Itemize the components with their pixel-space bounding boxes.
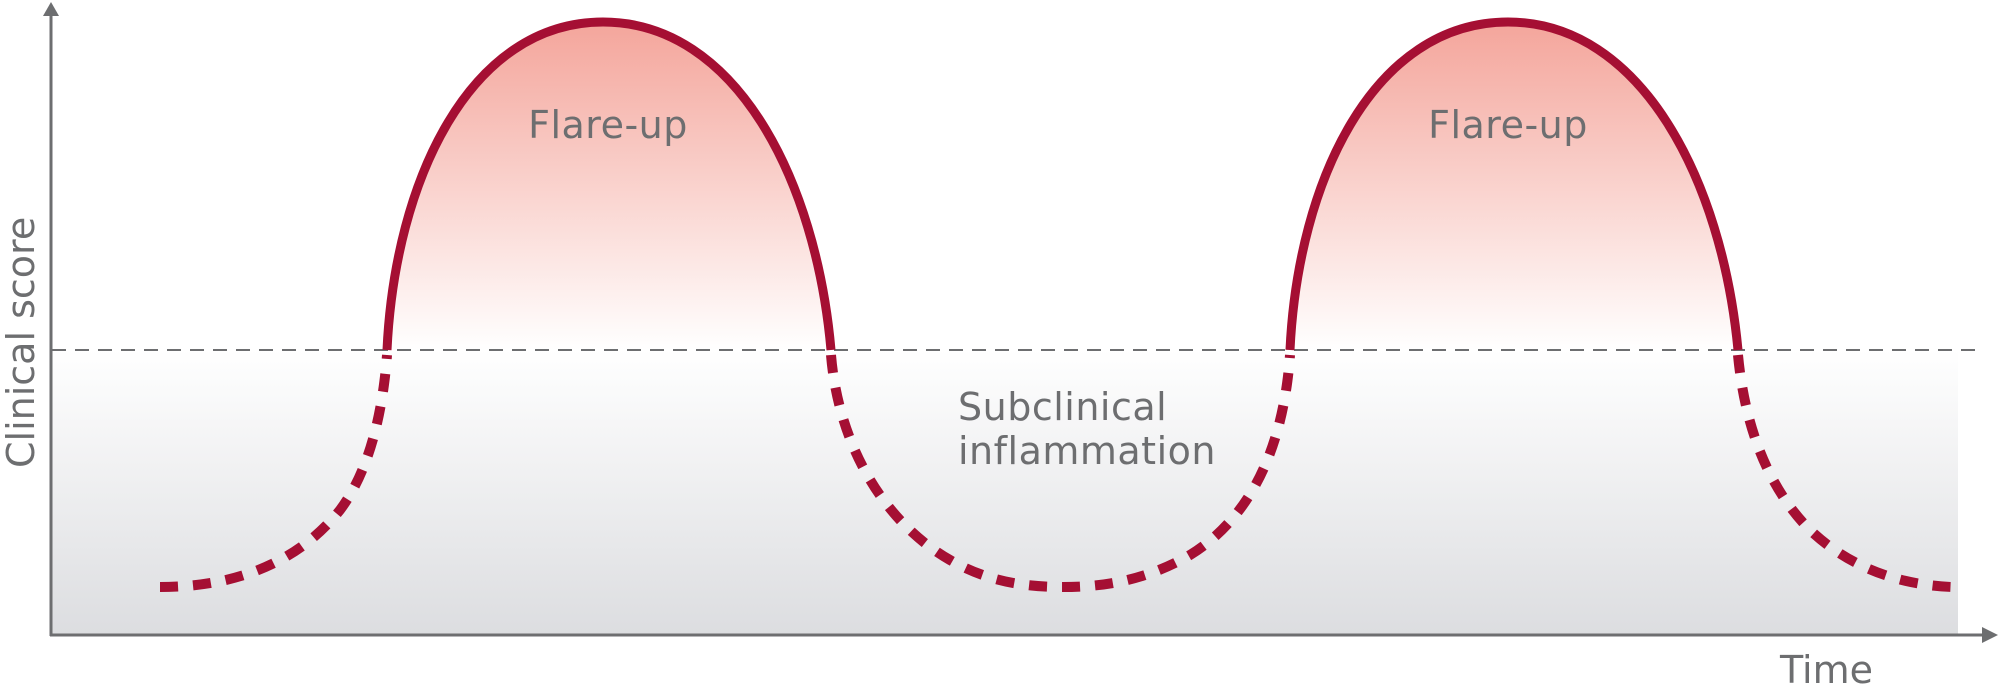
flare-fill-1 (387, 22, 831, 350)
flare-curve-1 (382, 17, 836, 351)
y-axis-label: Clinical score (0, 216, 43, 468)
flare-curve-2 (1285, 17, 1743, 351)
subclinical-label: Subclinical inflammation (958, 385, 1216, 473)
flare-fill-2 (1290, 22, 1738, 350)
subclinical-curve-1 (159, 354, 392, 592)
subclinical-curve-3 (1733, 354, 1953, 592)
subclinical-label-line1: Subclinical (958, 385, 1168, 429)
subclinical-zone (52, 350, 1958, 635)
y-axis-arrow-icon (43, 2, 59, 16)
subclinical-label-line2: inflammation (958, 429, 1216, 473)
x-axis-arrow-icon (1982, 627, 1998, 643)
flare-up-label-1: Flare-up (528, 103, 688, 147)
flare-up-label-2: Flare-up (1428, 103, 1588, 147)
x-axis-label: Time (1780, 648, 1873, 692)
subclinical-curve-2 (826, 354, 1295, 593)
